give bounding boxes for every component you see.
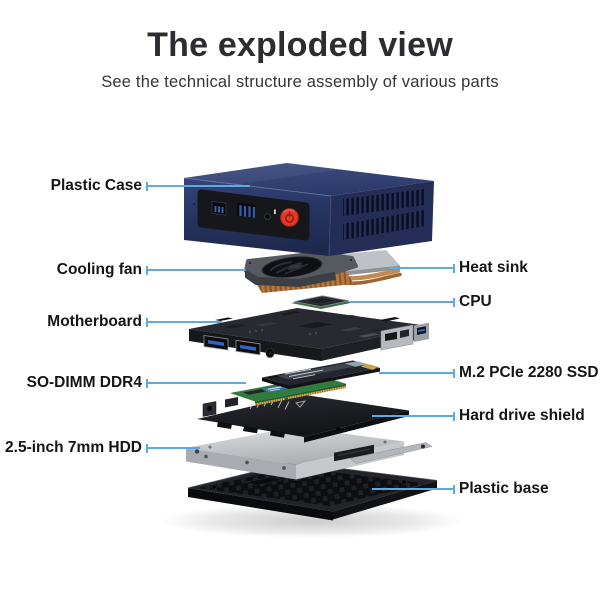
heat-sink-label: Heat sink xyxy=(459,259,528,277)
plastic-base-label: Plastic base xyxy=(459,480,549,498)
audio-jack xyxy=(264,213,271,220)
cooling-fan-label: Cooling fan xyxy=(56,261,142,279)
hdd-art xyxy=(186,427,433,480)
callout-line xyxy=(372,488,453,490)
callout-so-dimm: SO-DIMM DDR4 xyxy=(27,373,246,393)
so-dimm-label: SO-DIMM DDR4 xyxy=(26,374,142,392)
callout-cooling-fan: Cooling fan xyxy=(57,260,246,280)
callout-tick xyxy=(453,368,455,378)
callout-line xyxy=(148,185,250,187)
callout-line xyxy=(350,301,453,303)
callout-tick xyxy=(146,317,148,327)
hdd-shield-art xyxy=(197,394,409,443)
callout-heat-sink: Heat sink xyxy=(390,258,528,278)
callout-plastic-case: Plastic Case xyxy=(51,176,250,196)
cpu-art xyxy=(291,295,353,309)
callout-tick xyxy=(146,378,148,388)
cooling-fan-art xyxy=(244,251,358,287)
callout-tick xyxy=(453,297,455,307)
page-title: The exploded view xyxy=(147,26,453,64)
motherboard-art xyxy=(189,308,429,361)
callout-tick xyxy=(146,443,148,453)
ground-shadow xyxy=(160,504,464,538)
plastic-case-label: Plastic Case xyxy=(50,177,142,195)
power-button xyxy=(280,208,299,227)
callout-line xyxy=(148,447,200,449)
callout-cpu: CPU xyxy=(350,292,492,312)
callout-hdd: 2.5-inch 7mm HDD xyxy=(5,438,200,458)
callout-line xyxy=(390,267,453,269)
callout-tick xyxy=(146,181,148,191)
page-subtitle: See the technical structure assembly of … xyxy=(101,73,499,91)
callout-m2-ssd: M.2 PCIe 2280 SSD xyxy=(379,363,599,383)
power-led xyxy=(274,209,276,215)
callout-line xyxy=(148,269,246,271)
callout-plastic-base: Plastic base xyxy=(372,479,549,499)
callout-line xyxy=(148,382,246,384)
plastic-case-art xyxy=(183,163,434,257)
callout-hdd-shield: Hard drive shield xyxy=(372,406,585,426)
callout-motherboard: Motherboard xyxy=(47,312,222,332)
hdd-label: 2.5-inch 7mm HDD xyxy=(5,439,142,457)
callout-line xyxy=(379,372,453,374)
m2-ssd-art xyxy=(262,360,380,389)
m2-ssd-label: M.2 PCIe 2280 SSD xyxy=(459,364,599,382)
hdd-shield-label: Hard drive shield xyxy=(459,407,585,425)
callout-line xyxy=(148,321,222,323)
motherboard-label: Motherboard xyxy=(47,313,142,331)
cpu-label: CPU xyxy=(459,293,492,311)
callout-tick xyxy=(453,263,455,273)
callout-tick xyxy=(453,484,455,494)
callout-line xyxy=(372,415,453,417)
callout-tick xyxy=(146,265,148,275)
callout-tick xyxy=(453,411,455,421)
